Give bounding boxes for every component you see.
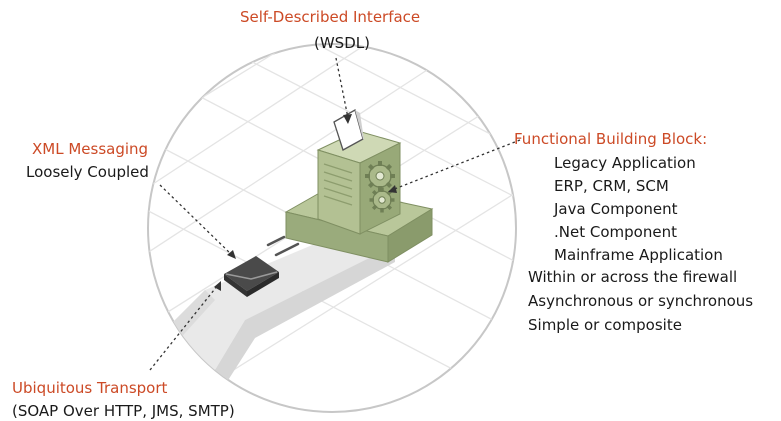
interface-subheading: (WSDL) <box>314 34 370 52</box>
building-block-example: Legacy Application <box>554 154 696 172</box>
document-icon <box>333 109 364 151</box>
leader-arrowheads <box>214 114 397 291</box>
building-block-example: Mainframe Application <box>554 246 723 264</box>
building-block-property: Simple or composite <box>528 316 682 334</box>
building-block-heading: Functional Building Block: <box>514 130 708 148</box>
envelope-icon <box>224 256 279 297</box>
transport-subheading: (SOAP Over HTTP, JMS, SMTP) <box>12 402 235 420</box>
leader-lines <box>149 57 521 371</box>
messaging-subheading: Loosely Coupled <box>26 163 149 181</box>
building-block-property: Within or across the firewall <box>528 268 738 286</box>
building-block-example: .Net Component <box>554 223 677 241</box>
messaging-heading: XML Messaging <box>32 140 149 158</box>
transport-heading: Ubiquitous Transport <box>12 379 168 397</box>
gear-icon <box>365 161 395 213</box>
building-block-example: Java Component <box>554 200 678 218</box>
building-block-example: ERP, CRM, SCM <box>554 177 669 195</box>
interface-heading: Self-Described Interface <box>240 8 421 26</box>
building-block-property: Asynchronous or synchronous <box>528 292 754 310</box>
server-icon <box>284 130 434 263</box>
